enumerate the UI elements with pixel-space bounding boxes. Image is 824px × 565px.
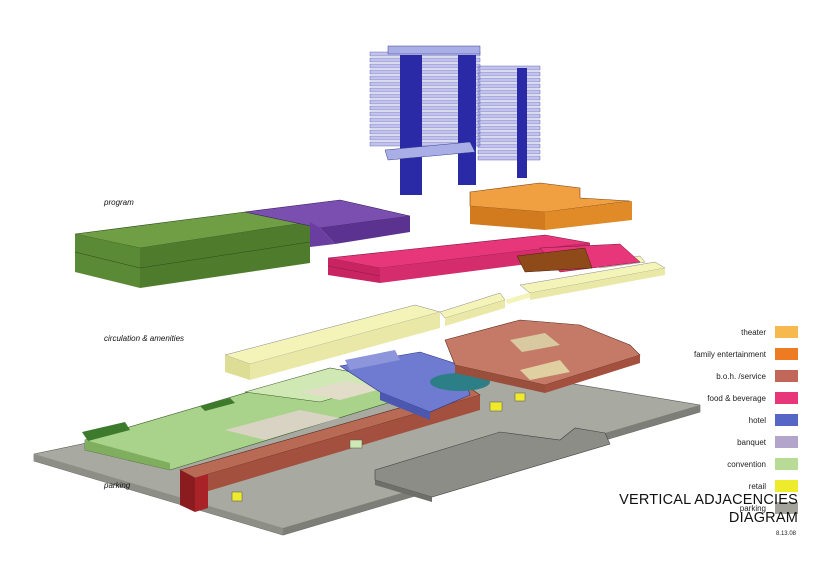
- legend-label: banquet: [737, 437, 766, 447]
- boh-spine: [179, 387, 481, 512]
- tower-floor-east: [477, 71, 541, 77]
- program-family-entertainment: [469, 182, 632, 273]
- legend-label: b.o.h. /service: [716, 371, 766, 381]
- diagram-date: 8.13.08: [775, 531, 796, 537]
- circulation-level: [224, 255, 666, 380]
- legend-item: retail: [749, 480, 798, 492]
- legend-swatch: [775, 326, 798, 338]
- tower-floor-west: [369, 117, 481, 123]
- legend-label: parking: [739, 503, 766, 513]
- legend-label: convention: [727, 459, 766, 469]
- legend-swatch: [775, 392, 798, 404]
- tower-floor-east: [477, 101, 541, 107]
- legend-swatch: [775, 414, 798, 426]
- tower-floor-east: [477, 125, 541, 131]
- legend-item: theater: [741, 326, 798, 338]
- program-convention: [74, 211, 311, 288]
- tower-floor-east: [477, 95, 541, 101]
- legend-label: family entertainment: [693, 349, 766, 359]
- legend-item: food & beverage: [707, 392, 798, 404]
- legend-item: banquet: [737, 436, 798, 448]
- hotel-base: [339, 350, 490, 420]
- tower-floor-east: [477, 107, 541, 113]
- legend-item: b.o.h. /service: [716, 370, 798, 382]
- tower-floor-west: [369, 87, 481, 93]
- tower-floor-west: [369, 75, 481, 81]
- tower-floor-west: [369, 111, 481, 117]
- tower-floor-east: [477, 77, 541, 83]
- tower-floor-west: [369, 63, 481, 69]
- tower-floor-west: [369, 129, 481, 135]
- tower-floor-east: [477, 155, 541, 161]
- tower-floor-east: [477, 119, 541, 125]
- label-circulation: circulation & amenities: [104, 334, 185, 343]
- legend-label: food & beverage: [707, 393, 766, 403]
- legend-label: hotel: [748, 415, 766, 425]
- legend-swatch: [775, 502, 798, 514]
- legend-item: family entertainment: [694, 348, 798, 360]
- legend-item: parking: [740, 502, 798, 514]
- legend-swatch: [775, 436, 798, 448]
- tower-floor-east: [477, 83, 541, 89]
- program-food-beverage: [327, 234, 641, 283]
- program-banquet: [244, 199, 411, 247]
- tower-floor-west: [369, 57, 481, 63]
- legend-swatch: [775, 370, 798, 382]
- tower-floor-west: [369, 93, 481, 99]
- tower-floor-west: [369, 99, 481, 105]
- tower-floor-east: [477, 143, 541, 149]
- legend-label: theater: [741, 327, 766, 337]
- legend-swatch: [775, 458, 798, 470]
- tower-floor-east: [477, 131, 541, 137]
- hotel-tower: [369, 45, 541, 195]
- convention-base: [82, 367, 421, 471]
- label-program: program: [104, 198, 134, 207]
- legend-label: retail: [748, 481, 766, 491]
- legend-item: hotel: [749, 414, 798, 426]
- tower-floor-west: [369, 81, 481, 87]
- label-parking: parking: [104, 481, 131, 490]
- tower-floor-west: [369, 135, 481, 141]
- tower-floor-west: [369, 105, 481, 111]
- tower-floor-east: [477, 65, 541, 71]
- tower-floor-east: [477, 89, 541, 95]
- tower-floor-east: [477, 149, 541, 155]
- tower-floors: [369, 45, 541, 161]
- diagram-title: VERTICAL ADJACENCIES: [619, 492, 798, 508]
- tower-floor-west: [369, 69, 481, 75]
- legend-item: convention: [727, 458, 798, 470]
- tower-roof: [387, 45, 481, 55]
- retail-blocks: [231, 392, 526, 502]
- tower-floor-west: [369, 123, 481, 129]
- boh-east: [444, 319, 641, 393]
- tower-floor-east: [477, 137, 541, 143]
- legend-swatch: [775, 348, 798, 360]
- tower-floor-east: [477, 113, 541, 119]
- diagram-title-line2: DIAGRAM: [728, 510, 798, 526]
- legend-swatch: [775, 480, 798, 492]
